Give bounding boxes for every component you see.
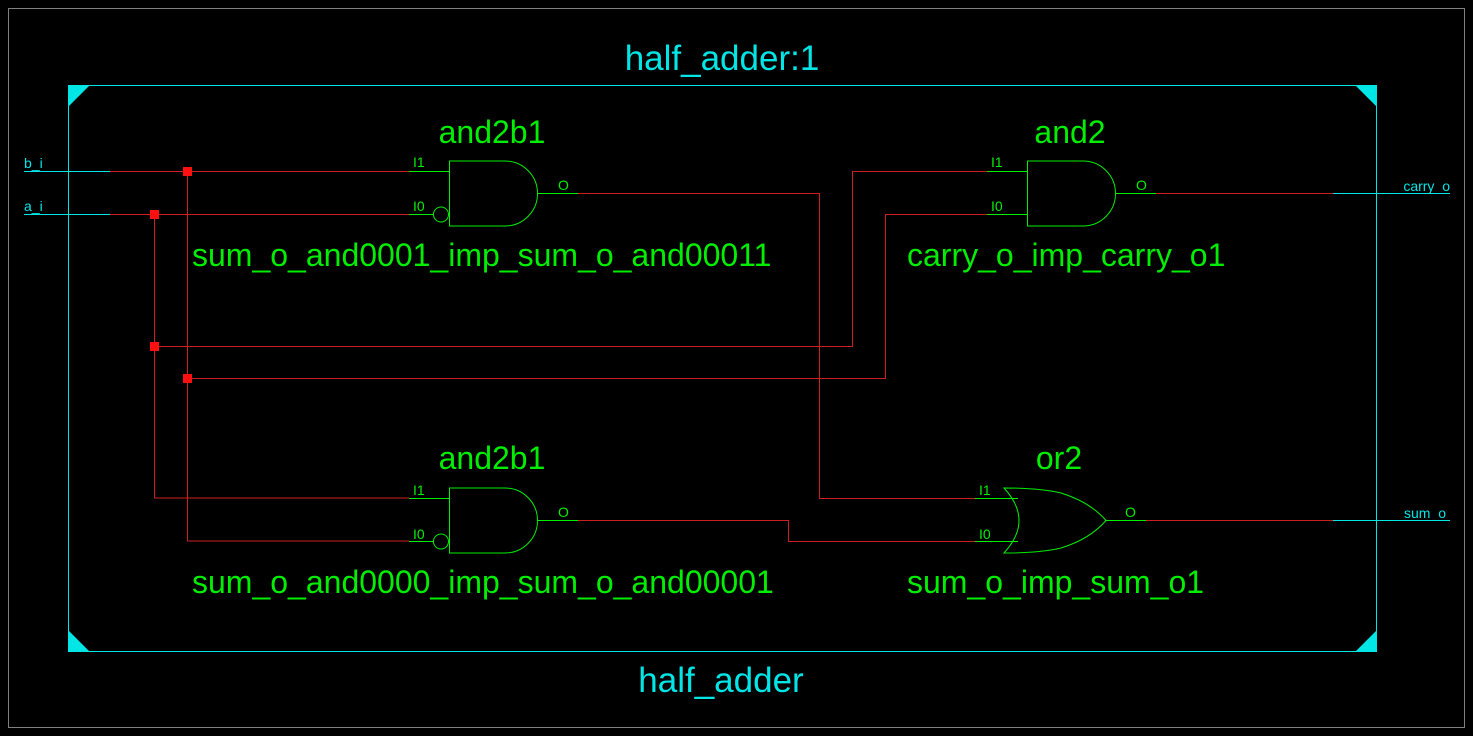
net-and0001-o[interactable]	[578, 193, 975, 499]
junction-dot	[150, 342, 159, 351]
or-gate-symbol	[1002, 487, 1107, 554]
junction-dot	[183, 374, 192, 383]
pin-label-o: O	[558, 177, 569, 193]
gate-and0000[interactable]: and2b1 I1 I0 O sum_o_and0000_imp_sum_o_a…	[192, 440, 774, 600]
gate-or[interactable]: or2 I1 I0 O sum_o_imp_sum_o1	[907, 440, 1204, 600]
junction-dot	[183, 167, 192, 176]
pin-label-o: O	[558, 504, 569, 520]
pin-label-i0: I0	[991, 198, 1003, 214]
module-corner-top-right	[1355, 85, 1377, 107]
pin-label-i0: I0	[413, 198, 425, 214]
gate-type-label: or2	[1036, 440, 1082, 476]
pin-label-i1: I1	[413, 482, 425, 498]
gate-instance-label: sum_o_imp_sum_o1	[907, 564, 1204, 600]
port-label-a-i: a_i	[24, 198, 43, 214]
module-instance-title: half_adder:1	[625, 39, 820, 78]
junction-dot	[150, 210, 159, 219]
net-a-i-to-carry-i1[interactable]	[154, 171, 987, 347]
pin-label-i1: I1	[991, 154, 1003, 170]
and-gate-symbol	[449, 160, 538, 227]
port-label-sum-o: sum_o	[1404, 505, 1446, 521]
pin-label-i1: I1	[979, 482, 991, 498]
port-label-b-i: b_i	[24, 155, 43, 171]
module-border	[68, 85, 1377, 652]
gate-type-label: and2	[1034, 114, 1105, 150]
gate-carry[interactable]: and2 I1 I0 O carry_o_imp_carry_o1	[907, 114, 1225, 273]
gate-instance-label: carry_o_imp_carry_o1	[907, 237, 1225, 273]
port-label-carry-o: carry_o	[1403, 178, 1450, 194]
net-b-i-to-carry-i0[interactable]	[187, 214, 987, 379]
gate-type-label: and2b1	[439, 114, 546, 150]
and-gate-symbol	[449, 487, 538, 554]
module-corner-bottom-left	[68, 630, 90, 652]
net-b-i-to-and0000-i0[interactable]	[187, 171, 410, 542]
inversion-bubble	[433, 206, 449, 223]
pin-label-i1: I1	[413, 154, 425, 170]
pin-label-o: O	[1136, 177, 1147, 193]
junctions	[150, 167, 192, 383]
net-a-i-to-and0000-i1[interactable]	[154, 214, 410, 499]
pin-label-i0: I0	[413, 526, 425, 542]
module-corner-bottom-right	[1355, 630, 1377, 652]
module-corner-top-left	[68, 85, 90, 107]
pin-label-o: O	[1125, 504, 1136, 520]
module-block[interactable]	[68, 85, 1377, 652]
gate-instance-label: sum_o_and0000_imp_sum_o_and00001	[192, 564, 774, 600]
module-name: half_adder	[638, 661, 804, 700]
inversion-bubble	[433, 533, 449, 550]
sheet-frame	[8, 8, 1465, 728]
gate-and0001[interactable]: and2b1 I1 I0 O sum_o_and0001_imp_sum_o_a…	[192, 114, 771, 273]
gate-type-label: and2b1	[439, 440, 546, 476]
net-and0000-o[interactable]	[578, 520, 975, 542]
and-gate-symbol	[1027, 160, 1116, 227]
internal-wires	[110, 171, 1333, 542]
gate-instance-label: sum_o_and0001_imp_sum_o_and00011	[192, 237, 771, 273]
pin-label-i0: I0	[979, 526, 991, 542]
port-stubs	[24, 171, 1450, 521]
